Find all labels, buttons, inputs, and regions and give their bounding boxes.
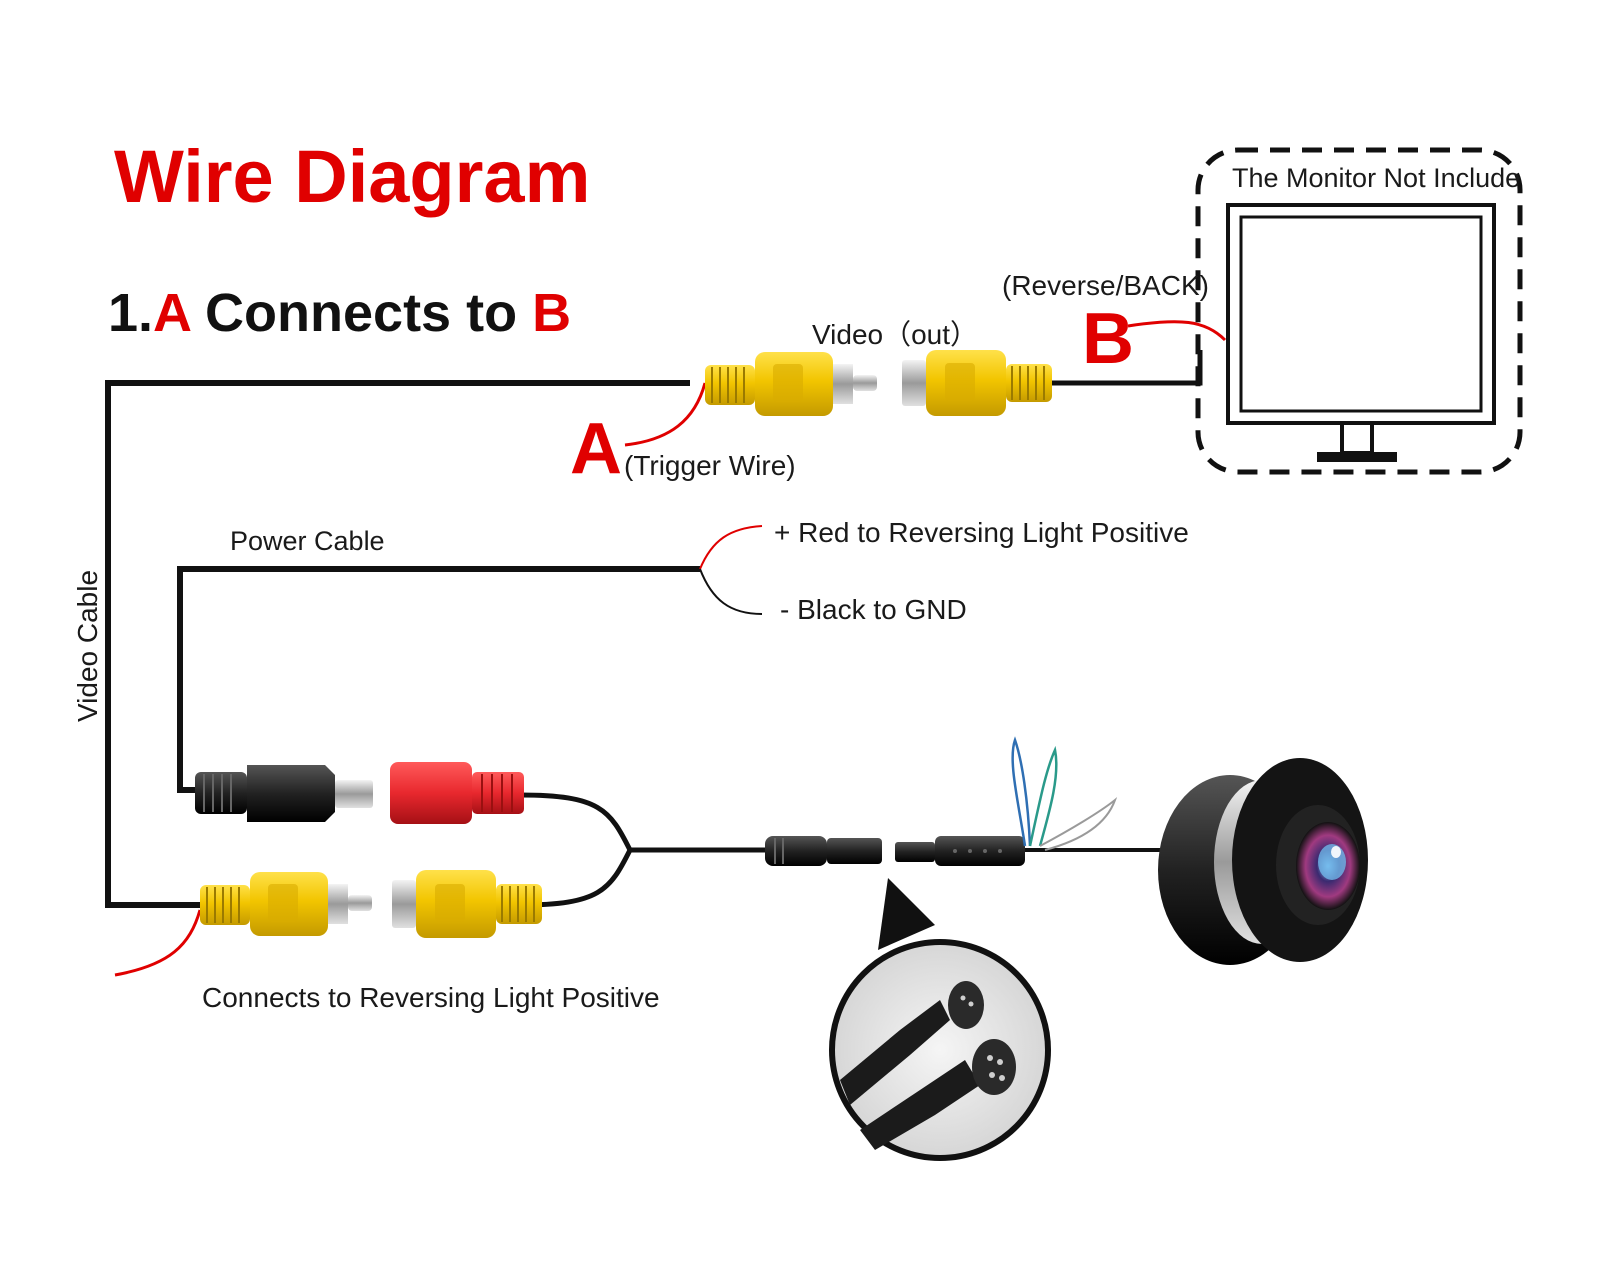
rca-female-bottom xyxy=(392,870,542,938)
aviation-connector-pair xyxy=(765,836,1025,866)
letter-a-label: A xyxy=(570,409,622,489)
monitor-not-include-label: The Monitor Not Include xyxy=(1232,163,1521,193)
monitor-icon xyxy=(1195,147,1523,475)
reverse-back-label: (Reverse/BACK) xyxy=(1002,270,1209,301)
rca-female-top xyxy=(902,350,1052,416)
rca-male-bottom xyxy=(200,872,372,936)
video-cable-label: Video Cable xyxy=(72,569,103,722)
subtitle-prefix: 1. xyxy=(108,283,154,343)
connector-zoom-icon xyxy=(829,878,1051,1161)
diagram-subtitle: 1.A Connects to B xyxy=(108,282,571,344)
video-out-label: Video（out） xyxy=(812,319,979,350)
trigger-wire-label: (Trigger Wire) xyxy=(624,450,796,481)
dc-female-socket xyxy=(390,762,524,824)
subtitle-a: A xyxy=(153,283,191,343)
subtitle-middle: Connects to xyxy=(190,283,533,343)
letter-b-label: B xyxy=(1082,299,1134,379)
rca-male-top xyxy=(705,352,877,416)
connects-reversing-label: Connects to Reversing Light Positive xyxy=(202,982,660,1013)
red-positive-label: + Red to Reversing Light Positive xyxy=(774,517,1189,548)
rear-camera-icon xyxy=(1158,758,1368,965)
power-cable-label: Power Cable xyxy=(230,526,385,556)
subtitle-b: B xyxy=(532,283,572,343)
dc-male-plug xyxy=(195,765,373,822)
diagram-title: Wire Diagram xyxy=(114,135,591,218)
black-gnd-label: - Black to GND xyxy=(780,594,967,625)
